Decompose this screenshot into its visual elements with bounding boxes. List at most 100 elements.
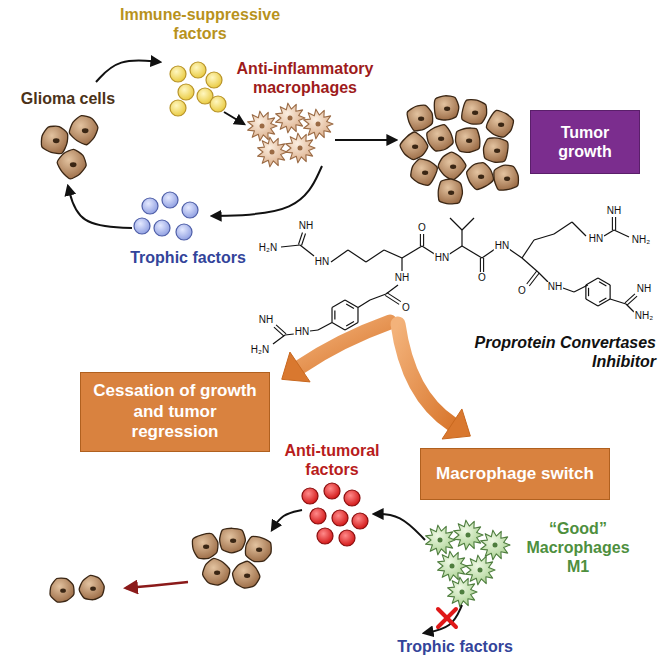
box-label: Tumor growth <box>539 123 631 161</box>
chemical-bond <box>538 272 548 282</box>
chemical-bond <box>273 335 285 344</box>
macrophage-body <box>304 109 333 139</box>
chemical-bond <box>423 234 424 246</box>
glioma-cell <box>192 534 218 559</box>
chemical-bond <box>554 222 572 234</box>
macrophage-nucleus <box>316 122 321 127</box>
flow-arrow <box>68 186 132 228</box>
figure-label: Glioma cells <box>13 90 123 109</box>
macrophage-body <box>258 137 287 167</box>
chemical-bond <box>612 217 613 230</box>
chemical-bond <box>384 250 402 258</box>
factor-dot <box>339 530 355 546</box>
chemical-bond <box>348 250 366 262</box>
chemical-bond <box>529 273 539 286</box>
macrophage <box>304 109 333 139</box>
macrophage-nucleus <box>493 543 498 548</box>
figure-label: Proprotein Convertases Inhibitor <box>440 334 656 372</box>
macrophage <box>286 133 315 163</box>
factor-dot <box>176 224 192 240</box>
cell-nucleus <box>82 128 89 133</box>
glioma-cell <box>411 159 438 186</box>
atom-label: NH <box>258 315 274 325</box>
block-cross <box>438 609 456 627</box>
chemical-bond <box>483 258 484 272</box>
chemical-bond <box>509 249 522 258</box>
chemical-bond <box>625 294 635 303</box>
flow-arrow <box>335 139 396 141</box>
macrophage <box>276 103 305 133</box>
chemical-bond <box>370 294 386 300</box>
cell-body <box>203 558 230 585</box>
factor-dot <box>162 192 178 208</box>
cell-body <box>79 575 104 599</box>
chemical-bond <box>615 217 616 230</box>
chemical-bond <box>627 296 637 305</box>
cell-body <box>50 578 74 602</box>
cell-nucleus <box>60 589 66 593</box>
factor-dot <box>142 198 158 214</box>
glioma-cell <box>486 110 513 137</box>
chemical-bond <box>331 250 348 262</box>
cell-body <box>494 165 519 190</box>
chemical-bond <box>598 278 610 285</box>
atom-label: NH <box>547 282 563 292</box>
flow-arrow <box>374 514 425 540</box>
chemical-bond <box>572 222 586 236</box>
chemical-bond <box>462 246 482 258</box>
macrophage-nucleus <box>460 590 465 595</box>
atom-label: NH <box>606 206 622 216</box>
factor-dot <box>210 96 226 112</box>
macrophage-nucleus <box>438 538 443 543</box>
cell-nucleus <box>70 162 77 167</box>
factor-dot <box>134 218 150 234</box>
chemical-bond <box>522 258 538 272</box>
figure-label: Trophic factors <box>390 638 520 657</box>
inhibitor-arrow-shaft <box>398 324 452 424</box>
atom-label: NH <box>636 284 652 294</box>
atom-label: O <box>401 303 411 313</box>
macrophage <box>248 111 277 141</box>
chemical-bond <box>563 288 574 292</box>
atom-label: O <box>417 223 427 233</box>
cell-nucleus <box>214 570 220 574</box>
cell-body <box>407 105 433 131</box>
glioma-cell <box>434 96 458 120</box>
flow-arrow <box>272 510 302 530</box>
factor-dot <box>178 84 194 100</box>
chemical-bond <box>461 230 462 246</box>
cell-body <box>438 179 462 204</box>
cell-nucleus <box>494 148 500 152</box>
macrophage-nucleus <box>450 564 455 569</box>
atom-label: HN <box>588 234 604 244</box>
glioma-cell <box>438 179 462 204</box>
process-box: Cessation of growth and tumor regression <box>80 372 270 452</box>
glioma-cell <box>41 126 67 153</box>
factor-dot <box>154 220 170 236</box>
macrophage-body <box>438 551 467 581</box>
chemical-bond <box>366 250 384 262</box>
macrophage <box>426 525 455 555</box>
macrophage-body <box>248 111 277 141</box>
box-label: Macrophage switch <box>436 464 594 484</box>
figure-label: Trophic factors <box>123 249 253 268</box>
chemical-bond <box>274 327 284 336</box>
macrophage-nucleus <box>298 146 303 151</box>
inhibitor-arrow-head <box>282 352 310 382</box>
chemical-bond <box>345 300 358 308</box>
chemical-bond <box>610 299 626 304</box>
cell-body <box>57 149 86 178</box>
cell-nucleus <box>472 110 478 114</box>
atom-label: O <box>517 286 527 296</box>
atom-label: HN <box>494 241 510 251</box>
cell-nucleus <box>478 174 484 178</box>
cell-body <box>486 110 513 137</box>
cell-body <box>41 126 67 153</box>
factor-dot <box>310 508 326 524</box>
macrophage-body <box>466 555 495 585</box>
glioma-cell <box>438 152 466 180</box>
macrophage-body <box>276 103 305 133</box>
atom-label: NH₂ <box>631 235 651 245</box>
macrophage <box>438 551 467 581</box>
chemical-bond <box>334 311 335 320</box>
